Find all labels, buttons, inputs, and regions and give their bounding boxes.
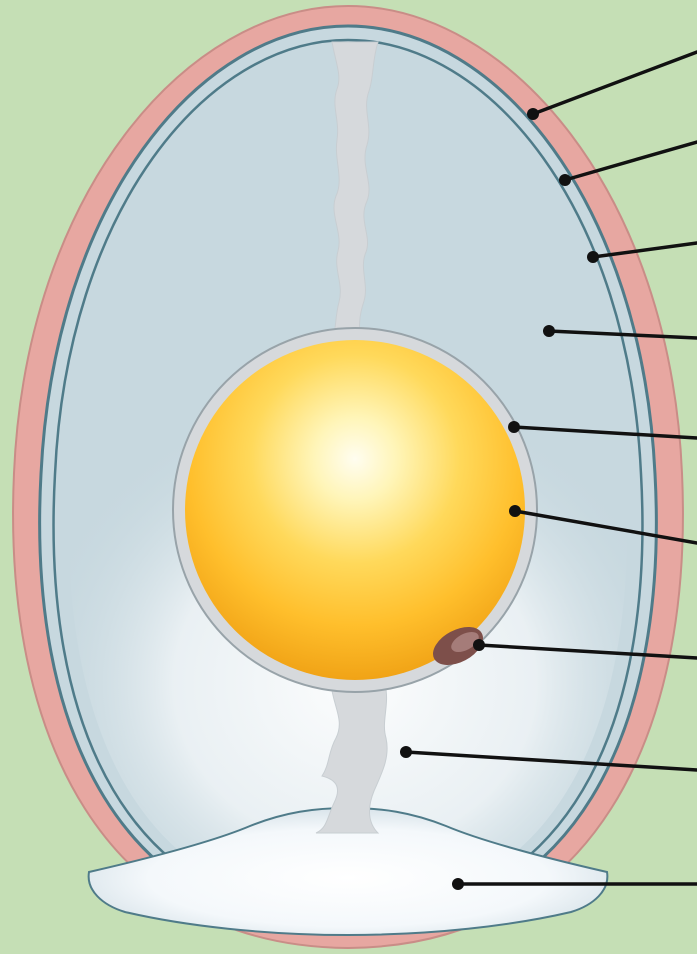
pointer-inner-membrane-dot: [587, 251, 599, 263]
pointer-vitelline-dot: [508, 421, 520, 433]
pointer-chalaza-dot: [400, 746, 412, 758]
pointer-shell-dot: [527, 108, 539, 120]
pointer-air-cell-dot: [452, 878, 464, 890]
pointer-albumen-dot: [543, 325, 555, 337]
pointer-yolk-dot: [509, 505, 521, 517]
pointer-germinal-disc-dot: [473, 639, 485, 651]
pointer-outer-membrane-dot: [559, 174, 571, 186]
